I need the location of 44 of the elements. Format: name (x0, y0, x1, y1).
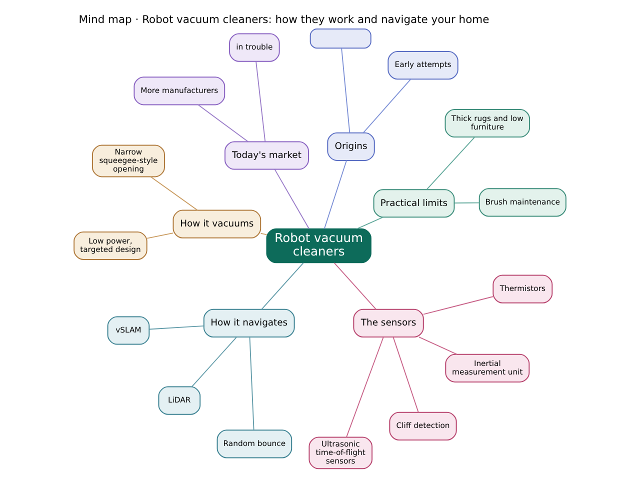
node-box: How it navigates (203, 308, 295, 338)
connector (150, 176, 198, 211)
connector (341, 48, 350, 134)
node-box: Brush maintenance (478, 188, 566, 217)
node-box: Thick rugs and low furniture (444, 108, 530, 138)
connector (426, 136, 476, 190)
connector (334, 262, 376, 310)
connector (256, 60, 266, 142)
connector (192, 336, 238, 388)
node-box: LiDAR (158, 386, 201, 415)
node-box (310, 28, 372, 49)
connector (324, 160, 347, 230)
connector (249, 336, 254, 430)
node-box: Thermistors (492, 274, 553, 304)
node-box: The sensors (353, 308, 424, 338)
node-box: Low power, targeted design (74, 231, 148, 260)
node-box: Narrow squeegee-style opening (92, 144, 165, 178)
connector (346, 336, 384, 438)
connector (418, 336, 458, 355)
connector (260, 232, 268, 236)
connector (146, 232, 174, 239)
node-box: vSLAM (107, 316, 150, 345)
node-box: Origins (327, 132, 375, 161)
connector (362, 78, 412, 134)
node-box: Today's market (224, 141, 309, 170)
node-box: How it vacuums (172, 210, 262, 238)
connector (356, 216, 384, 230)
node-box: Inertial measurement unit (445, 354, 530, 383)
connector (274, 169, 310, 230)
node-box: Random bounce (216, 430, 292, 458)
diagram-title: Mind map · Robot vacuum cleaners: how they work and navigate your home (78, 12, 490, 26)
connector (261, 262, 304, 310)
node-box: More manufacturers (134, 76, 226, 106)
connector (422, 296, 494, 315)
node-box: Robot vacuum cleaners (266, 228, 372, 264)
connector (148, 325, 204, 330)
node-box: Cliff detection (389, 412, 457, 440)
connector (392, 336, 419, 413)
node-box: Ultrasonic time-of-flight sensors (308, 436, 373, 470)
connector (198, 104, 248, 142)
connector (454, 202, 480, 204)
node-box: Early attempts (388, 51, 458, 80)
node-box: in trouble (229, 33, 280, 62)
node-box: Practical limits (373, 189, 455, 218)
